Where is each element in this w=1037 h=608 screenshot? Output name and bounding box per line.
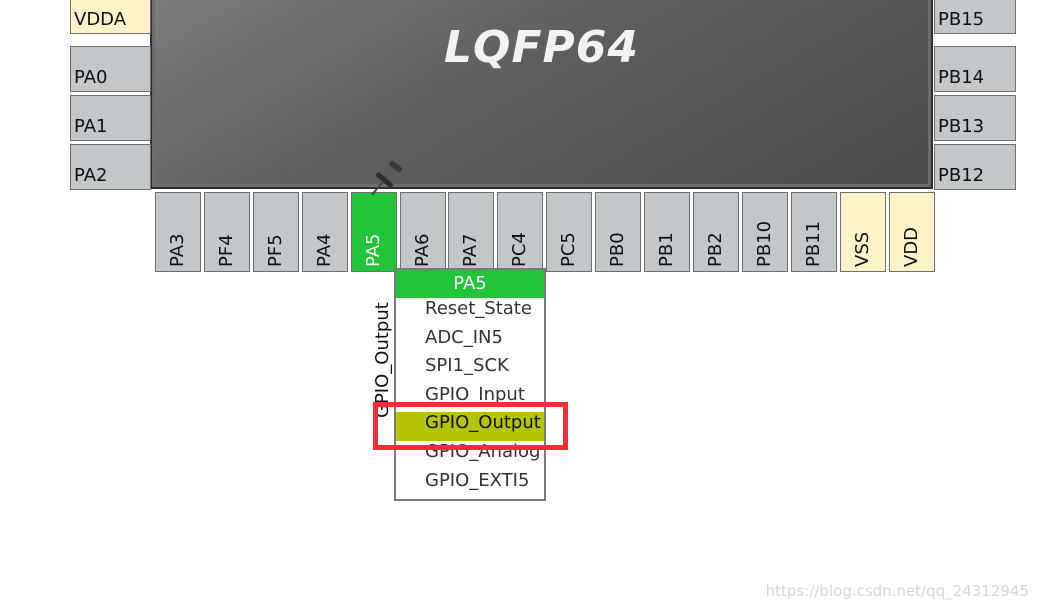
pushpin-icon [371,160,403,196]
pin-label: PA7 [460,233,482,267]
pin-label: VDD [900,226,922,267]
menu-item-gpio-exti5[interactable]: GPIO_EXTI5 [425,469,530,491]
pin-pb2[interactable]: PB2 [692,192,739,272]
pin-pb15[interactable]: PB15 [934,0,1016,34]
pin-label: VSS [851,231,873,267]
pin-pb10[interactable]: PB10 [741,192,788,272]
pin-pa2[interactable]: PA2 [70,144,151,190]
pin-pa6[interactable]: PA6 [399,192,446,272]
pin-label: PA4 [313,233,335,267]
watermark: https://blog.csdn.net/qq_24312945 [765,582,1029,600]
pin-label: PB1 [656,232,677,267]
pin-label: PC4 [509,232,531,267]
pin-pc4[interactable]: PC4 [497,192,544,272]
pin-pa1[interactable]: PA1 [70,95,151,141]
pin-pb11[interactable]: PB11 [790,192,837,272]
menu-item-spi1-sck[interactable]: SPI1_SCK [425,355,509,377]
pin-pa4[interactable]: PA4 [301,192,348,272]
pin-pb1[interactable]: PB1 [644,192,690,272]
pin-pb14[interactable]: PB14 [934,46,1016,92]
menu-header: PA5 [396,270,544,298]
chip-package-label: LQFP64 [444,22,639,73]
menu-item-adc-in5[interactable]: ADC_IN5 [425,326,503,348]
pin-pa7[interactable]: PA7 [448,192,495,272]
mcu-chip: LQFP64 [150,0,933,189]
pin-label: PF4 [215,234,237,267]
pin-pa5[interactable]: PA5 [350,192,397,272]
pin-pb12[interactable]: PB12 [934,144,1016,190]
menu-item-gpio-input[interactable]: GPIO_Input [425,383,525,405]
pin-pf4[interactable]: PF4 [203,192,250,272]
pin-label: PC5 [558,232,580,267]
pin-label: PA6 [411,233,433,267]
pin-pb0[interactable]: PB0 [595,192,642,272]
pin-label: PB10 [753,220,775,267]
pin-label: PA3 [167,233,188,267]
highlight-annotation-box [373,402,568,450]
pin-pf5[interactable]: PF5 [252,192,299,272]
pin-pa0[interactable]: PA0 [70,46,151,92]
pin-signal-label: GPIO_Output [372,302,393,418]
pin-label: PB0 [607,232,629,267]
pin-pa3[interactable]: PA3 [155,192,201,272]
pin-label: PA5 [362,233,384,267]
menu-item-reset-state[interactable]: Reset_State [425,298,532,319]
pin-pb13[interactable]: PB13 [934,95,1016,141]
menu-item-gpio-output[interactable]: GPIO_Output [396,412,544,441]
pin-label: PB2 [704,232,726,267]
pin-label: PF5 [264,234,286,267]
pin-vdda[interactable]: VDDA [70,0,151,34]
pin-pc5[interactable]: PC5 [546,192,593,272]
pin-vss[interactable]: VSS [839,192,886,272]
pin-vdd[interactable]: VDD [888,192,935,272]
pin-label: PB11 [802,220,824,267]
